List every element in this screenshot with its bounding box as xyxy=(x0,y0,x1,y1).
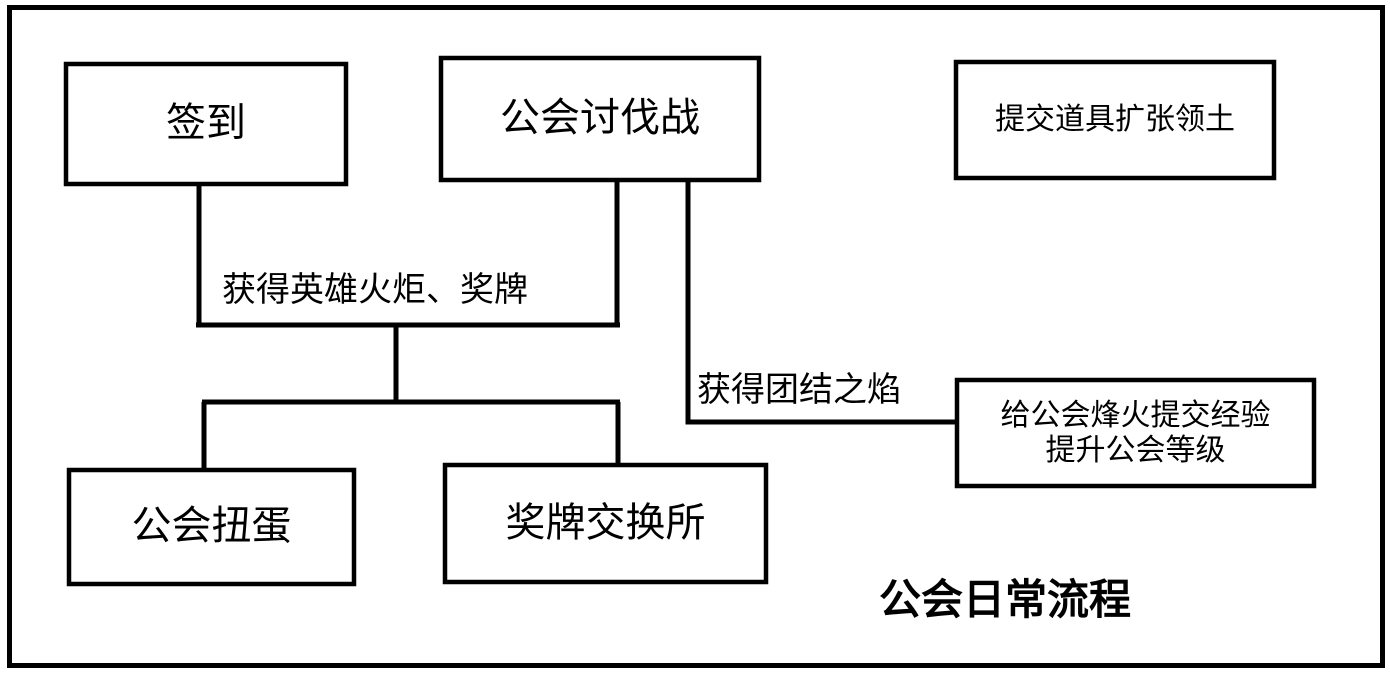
node-box-checkin[interactable] xyxy=(63,61,349,187)
node-box-guild-beacon[interactable] xyxy=(954,377,1317,489)
outer-frame xyxy=(7,5,1385,668)
node-box-expand-territory[interactable] xyxy=(953,59,1277,181)
node-box-guild-raid[interactable] xyxy=(438,55,762,183)
node-box-medal-exchange[interactable] xyxy=(442,462,769,585)
edge-guild-raid-to-guild-beacon xyxy=(685,180,957,425)
node-box-guild-gacha[interactable] xyxy=(66,467,357,587)
diagram-caption: 公会日常流程 xyxy=(879,575,1132,624)
